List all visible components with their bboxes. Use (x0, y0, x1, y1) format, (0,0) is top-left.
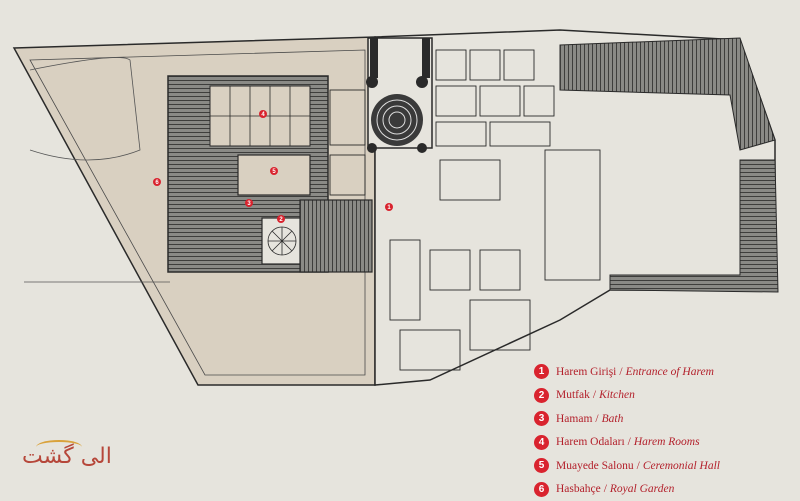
legend-turkish: Mutfak (556, 389, 590, 401)
legend-turkish: Hamam (556, 413, 592, 425)
legend-number: 1 (534, 364, 549, 379)
legend-english: Kitchen (599, 389, 635, 401)
legend-english: Ceremonial Hall (643, 460, 720, 472)
legend-english: Royal Garden (610, 483, 674, 495)
watermark-logo: الی گشت (22, 438, 92, 482)
map-legend: 1 Harem Girişi/Entrance of Harem 2 Mutfa… (534, 360, 794, 501)
legend-english: Bath (602, 413, 624, 425)
legend-number: 3 (534, 411, 549, 426)
south-roof (300, 200, 372, 272)
legend-turkish: Harem Odaları (556, 436, 625, 448)
legend-item: 1 Harem Girişi/Entrance of Harem (534, 360, 794, 384)
legend-turkish: Harem Girişi (556, 366, 616, 378)
legend-item: 5 Muayede Salonu/Ceremonial Hall (534, 454, 794, 478)
main-dome (371, 94, 423, 146)
legend-item: 2 Mutfak/Kitchen (534, 384, 794, 408)
legend-item: 6 Hasbahçe/Royal Garden (534, 478, 794, 501)
kitchen-dome (268, 227, 296, 255)
legend-turkish: Muayede Salonu (556, 460, 634, 472)
legend-turkish: Hasbahçe (556, 483, 601, 495)
legend-number: 2 (534, 388, 549, 403)
legend-number: 4 (534, 435, 549, 450)
legend-number: 6 (534, 482, 549, 497)
legend-item: 3 Hamam/Bath (534, 407, 794, 431)
legend-number: 5 (534, 458, 549, 473)
legend-english: Harem Rooms (634, 436, 700, 448)
watermark-text: الی گشت (22, 444, 112, 469)
legend-item: 4 Harem Odaları/Harem Rooms (534, 431, 794, 455)
legend-english: Entrance of Harem (626, 366, 714, 378)
